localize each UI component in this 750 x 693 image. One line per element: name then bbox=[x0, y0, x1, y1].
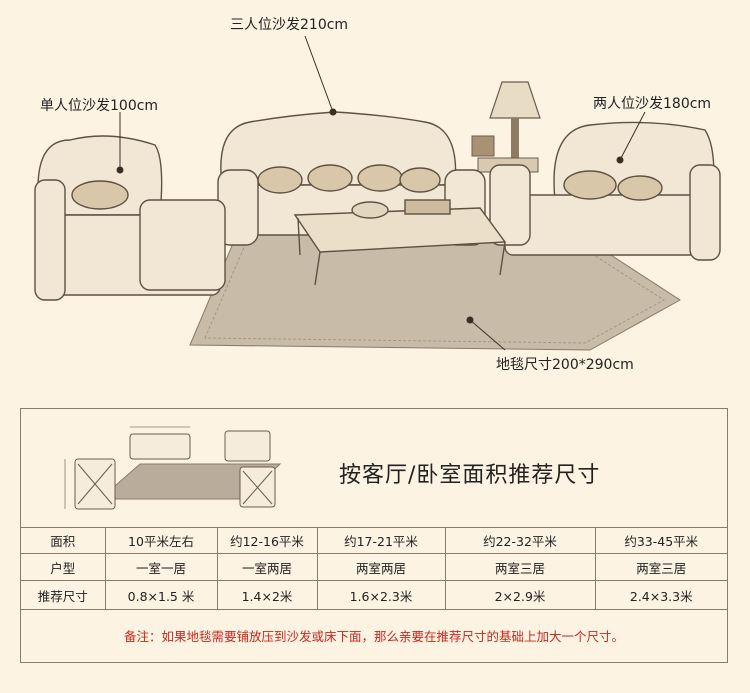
table-cell: 一室两居 bbox=[217, 553, 318, 581]
recommendation-table: 面积 10平米左右 约12-16平米 约17-21平米 约22-32平米 约33… bbox=[21, 527, 727, 610]
panel-header: 按客厅/卧室面积推荐尺寸 bbox=[21, 409, 727, 528]
table-row: 面积 10平米左右 约12-16平米 约17-21平米 约22-32平米 约33… bbox=[21, 527, 727, 554]
single-seat-sofa-label: 单人位沙发100cm bbox=[40, 98, 159, 114]
leader-lines bbox=[116, 35, 646, 351]
coffee-table bbox=[293, 199, 507, 286]
table-cell: 约12-16平米 bbox=[217, 527, 318, 554]
lamp-shade bbox=[489, 81, 541, 119]
rug-size-label: 地毯尺寸200*290cm bbox=[496, 357, 634, 373]
table-cell: 10平米左右 bbox=[105, 527, 218, 554]
table-cell: 两室两居 bbox=[317, 553, 446, 581]
two-seat-sofa-label: 两人位沙发180cm bbox=[593, 96, 712, 112]
single-seat-sofa bbox=[34, 135, 226, 301]
table-cell: 约17-21平米 bbox=[317, 527, 446, 554]
table-row: 户型 一室一居 一室两居 两室两居 两室三居 两室三居 bbox=[21, 553, 727, 581]
sofa-set-drawing bbox=[34, 35, 721, 351]
table-cell: 约33-45平米 bbox=[595, 527, 727, 554]
table-cell: 2.4×3.3米 bbox=[595, 580, 727, 610]
panel-title: 按客厅/卧室面积推荐尺寸 bbox=[339, 463, 601, 488]
table-cell: 两室三居 bbox=[445, 553, 596, 581]
size-recommendation-panel: 按客厅/卧室面积推荐尺寸 面积 10平米左右 约12-16平米 约17-21平米… bbox=[20, 408, 728, 663]
table-cell: 户型 bbox=[21, 553, 106, 581]
table-cell: 推荐尺寸 bbox=[21, 580, 106, 610]
table-row: 推荐尺寸 0.8×1.5 米 1.4×2米 1.6×2.3米 2×2.9米 2.… bbox=[21, 580, 727, 610]
table-cell: 两室三居 bbox=[595, 553, 727, 581]
three-seat-sofa-label: 三人位沙发210cm bbox=[230, 17, 349, 33]
table-cell: 2×2.9米 bbox=[445, 580, 596, 610]
table-cell: 面积 bbox=[21, 527, 106, 554]
table-cell: 1.4×2米 bbox=[217, 580, 318, 610]
room-layout-diagram bbox=[64, 426, 282, 510]
note-text: 备注：如果地毯需要铺放压到沙发或床下面，那么亲要在推荐尺寸的基础上加大一个尺寸。 bbox=[123, 629, 624, 644]
furniture-illustration: 三人位沙发210cm 单人位沙发100cm 两人位沙发180cm 地毯尺寸200… bbox=[34, 17, 721, 373]
table-cell: 1.6×2.3米 bbox=[317, 580, 446, 610]
two-seat-sofa bbox=[489, 121, 721, 261]
table-cell: 一室一居 bbox=[105, 553, 218, 581]
table-cell: 约22-32平米 bbox=[445, 527, 596, 554]
table-cell: 0.8×1.5 米 bbox=[105, 580, 218, 610]
